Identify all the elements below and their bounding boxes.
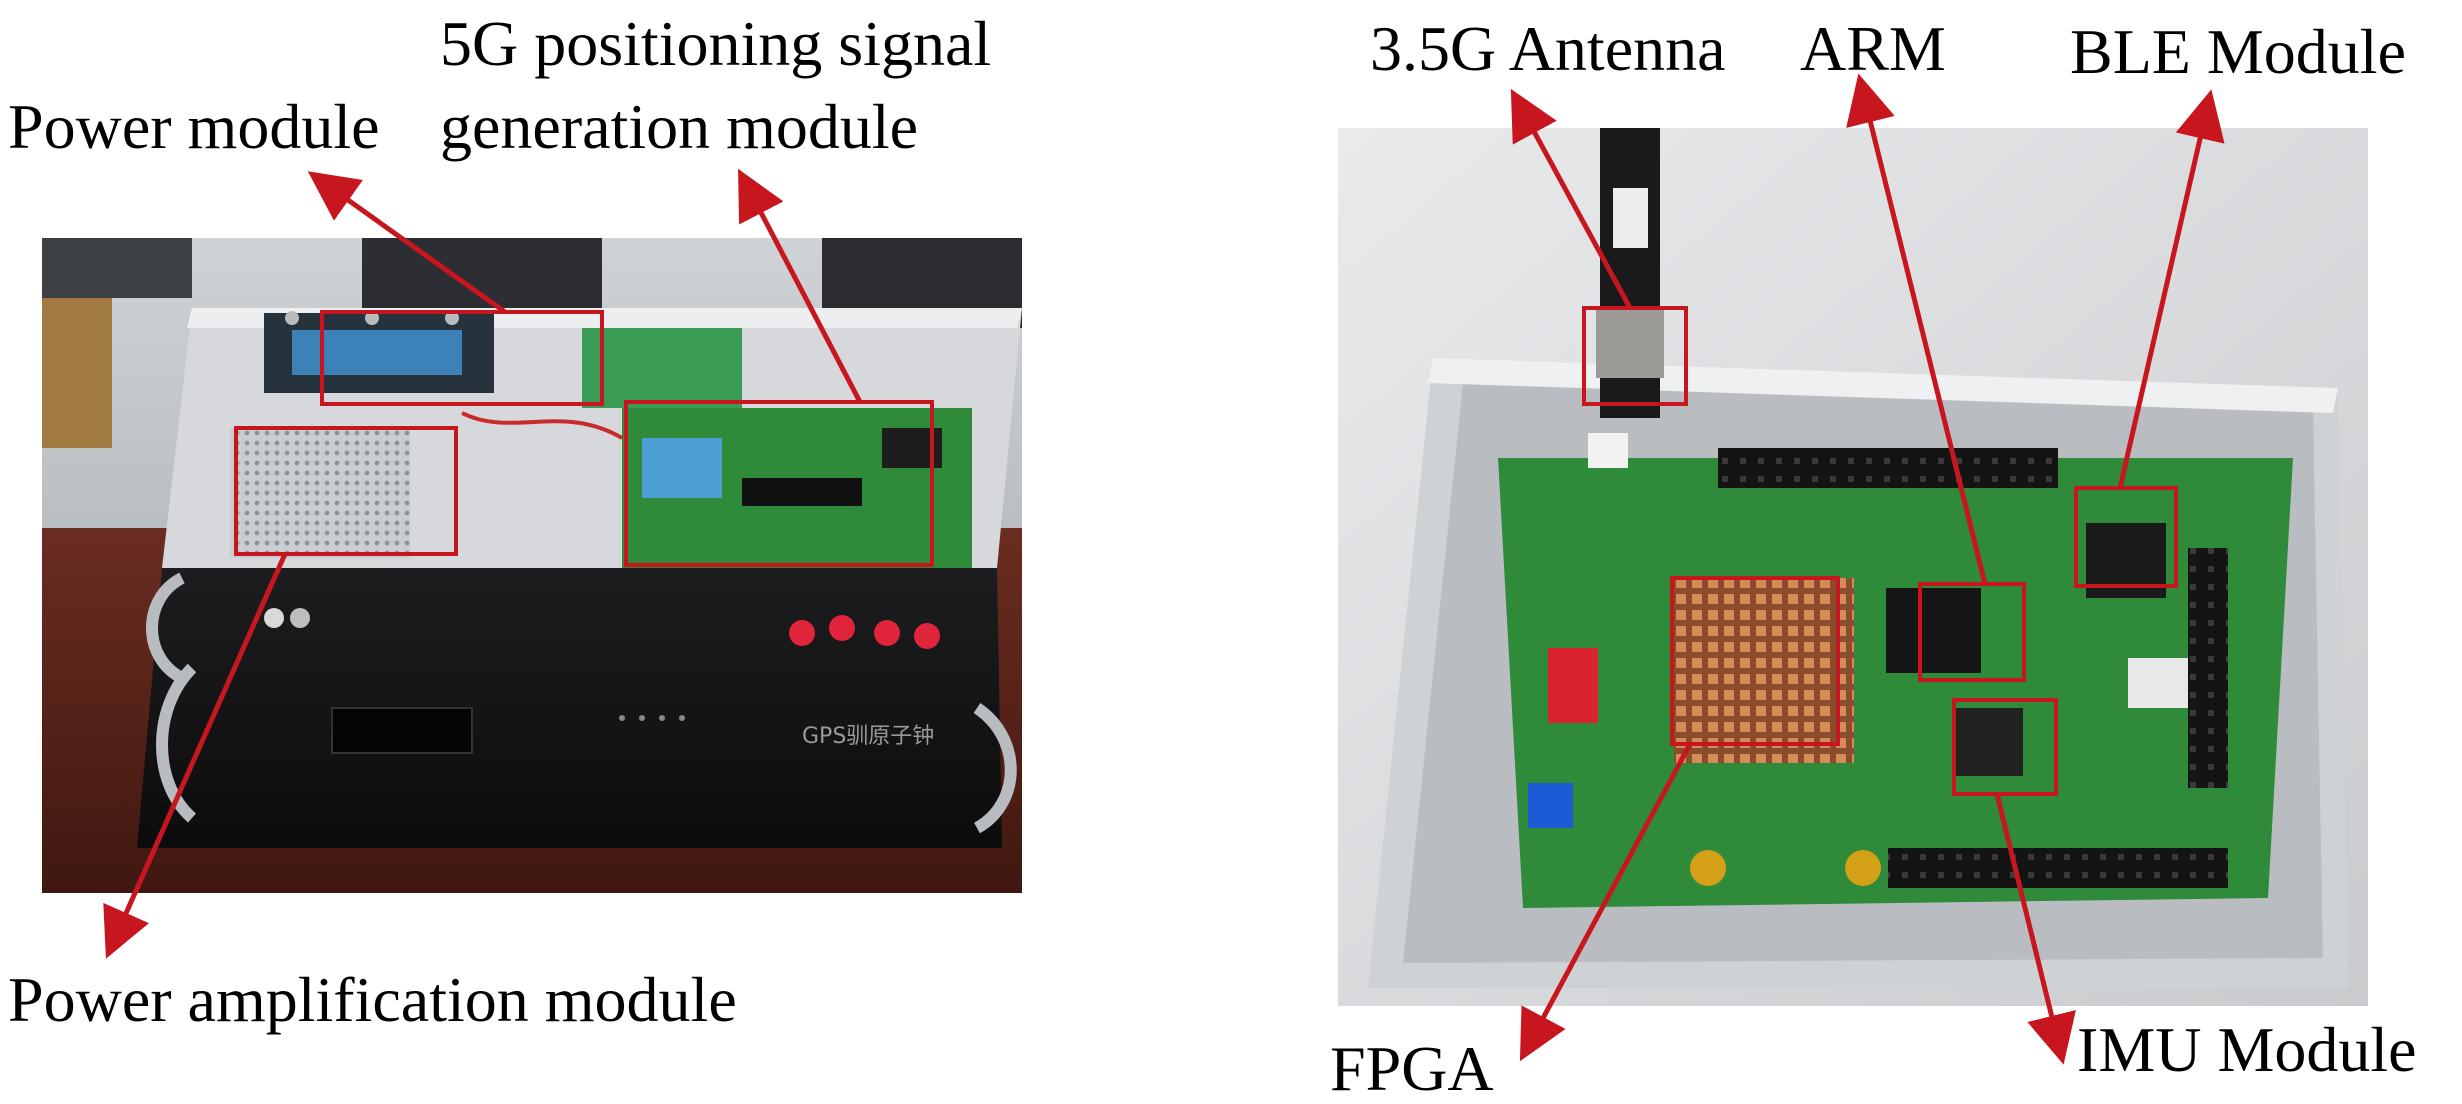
board-photo — [1338, 128, 2368, 1006]
signal-gen-label-line1: 5G positioning signal — [440, 8, 992, 79]
board-photo-drawing — [1338, 128, 2368, 1006]
front-panel-text: GPS驯原子钟 — [802, 724, 934, 749]
front-display — [331, 707, 473, 754]
background-chair — [42, 238, 192, 298]
background-chair — [362, 238, 602, 308]
header-right — [2188, 548, 2228, 788]
background-chair — [822, 238, 1022, 328]
chassis-front-panel — [137, 568, 1002, 848]
rf-connector — [914, 623, 940, 649]
fpga-heatsink — [1674, 578, 1854, 763]
power-supply-unit — [230, 428, 410, 558]
arm-label: ARM — [1800, 13, 1946, 84]
signal-gen-label-line2: generation module — [440, 91, 919, 162]
power-amp-label: Power amplification module — [8, 964, 737, 1035]
potentiometer — [1528, 783, 1573, 828]
chassis-photo: GPS驯原子钟 — [42, 238, 1022, 893]
chassis-handle — [973, 703, 1017, 834]
header-top — [1718, 448, 2058, 488]
antenna-label: 3.5G Antenna — [1370, 13, 1726, 84]
aux-board — [582, 328, 742, 408]
fpga-label: FPGA — [1330, 1033, 1494, 1104]
dip-switch — [1548, 648, 1598, 723]
gnss-module — [2128, 658, 2188, 708]
ble-chip — [2086, 523, 2166, 598]
power-module-label: Power module — [8, 91, 380, 162]
arm-chip — [1886, 588, 1981, 673]
background-box — [42, 298, 112, 448]
ble-label: BLE Module — [2070, 16, 2406, 87]
imu-label: IMU Module — [2077, 1014, 2417, 1085]
chassis-photo-drawing: GPS驯原子钟 — [42, 238, 1022, 893]
imu-chip — [1953, 708, 2023, 776]
header-bottom — [1888, 848, 2228, 888]
rf-connector — [829, 615, 855, 641]
rf-connector — [874, 620, 900, 646]
rf-connector — [789, 620, 815, 646]
